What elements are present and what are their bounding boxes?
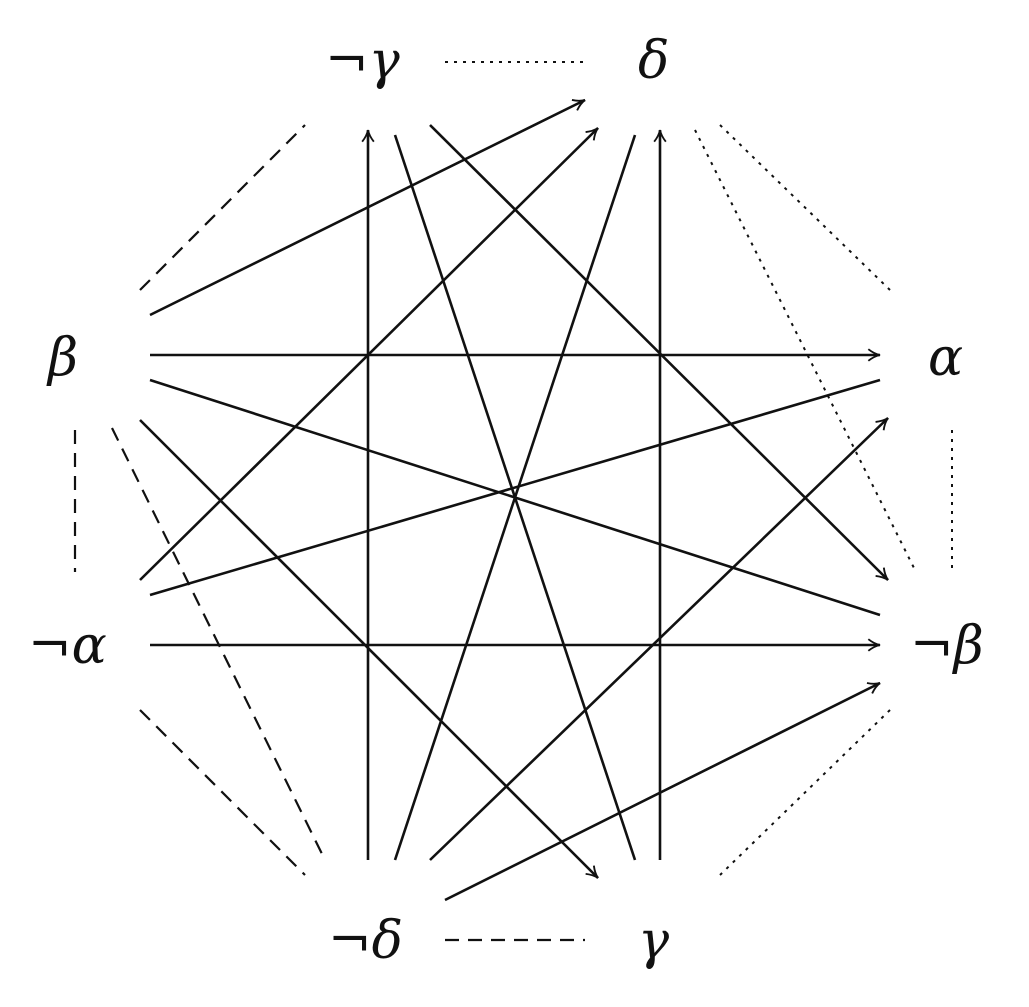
arrow-notalpha-delta (139, 127, 599, 581)
dashed-edge-beta-notgamma (139, 124, 306, 291)
arrow-beta-gamma (139, 419, 599, 879)
edge-notalpha-alpha (149, 378, 881, 597)
node-not-gamma: ¬γ (325, 31, 401, 91)
dotted-edge-notbeta-gamma (719, 709, 891, 876)
node-alpha: α (928, 328, 963, 388)
arrow-notgamma-notbeta (429, 124, 889, 581)
arrow-notdelta-notbeta (444, 681, 881, 902)
edge-delta-notdelta (393, 134, 637, 861)
node-delta: δ (638, 31, 669, 91)
arrow-notdelta-alpha (429, 417, 889, 861)
node-not-delta: ¬δ (328, 911, 403, 971)
arrow-beta-delta (149, 98, 586, 317)
dotted-edge-delta-notbeta (694, 129, 916, 571)
node-gamma: γ (638, 911, 670, 971)
node-not-alpha: ¬α (28, 616, 107, 676)
node-not-beta: ¬β (910, 616, 984, 676)
dashed-edge-notalpha-notdelta (139, 709, 306, 876)
dotted-edge-delta-alpha (719, 124, 891, 291)
node-beta: β (46, 328, 78, 388)
